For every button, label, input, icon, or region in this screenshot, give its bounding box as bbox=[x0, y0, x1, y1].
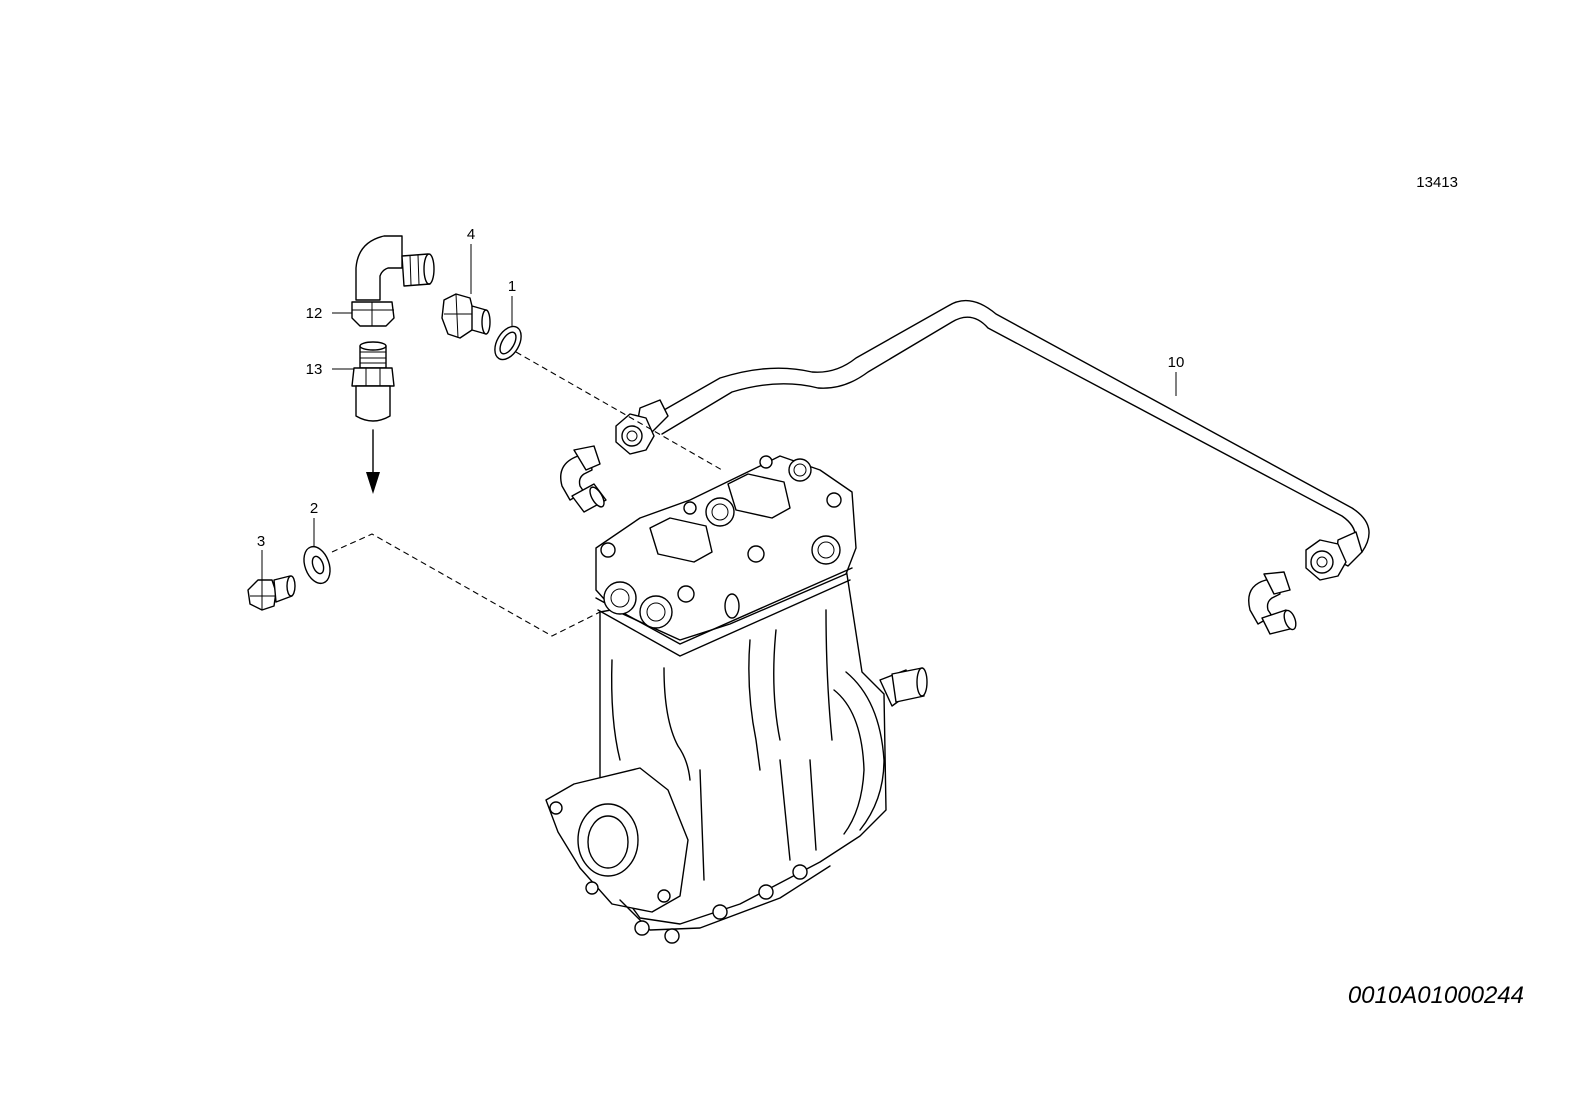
callout-1: 1 bbox=[508, 278, 516, 295]
catalog-code: 0010A01000244 bbox=[1348, 982, 1524, 1009]
part-10-pressure-pipe[interactable] bbox=[615, 299, 1370, 581]
callout-3: 3 bbox=[257, 533, 265, 550]
elbow-fitting-left[interactable] bbox=[560, 445, 607, 513]
callout-13: 13 bbox=[306, 361, 323, 378]
callout-leaders bbox=[261, 244, 1177, 580]
callout-10: 10 bbox=[1168, 354, 1185, 371]
callout-4: 4 bbox=[467, 226, 475, 243]
part-12-elbow-fitting[interactable] bbox=[351, 235, 435, 327]
part-13-adapter-nipple[interactable] bbox=[351, 341, 395, 422]
air-compressor bbox=[545, 455, 928, 944]
part-1-sealing-ring[interactable] bbox=[489, 322, 526, 364]
callout-2: 2 bbox=[310, 500, 318, 517]
elbow-fitting-right[interactable] bbox=[1248, 571, 1298, 635]
callout-12: 12 bbox=[306, 305, 323, 322]
assembly-dashed-lines bbox=[331, 351, 723, 637]
direction-arrow bbox=[366, 429, 380, 494]
part-2-washer[interactable] bbox=[299, 543, 335, 587]
part-4-plug[interactable] bbox=[441, 293, 491, 339]
reference-number: 13413 bbox=[1416, 174, 1458, 191]
part-3-screw-plug[interactable] bbox=[247, 575, 296, 611]
